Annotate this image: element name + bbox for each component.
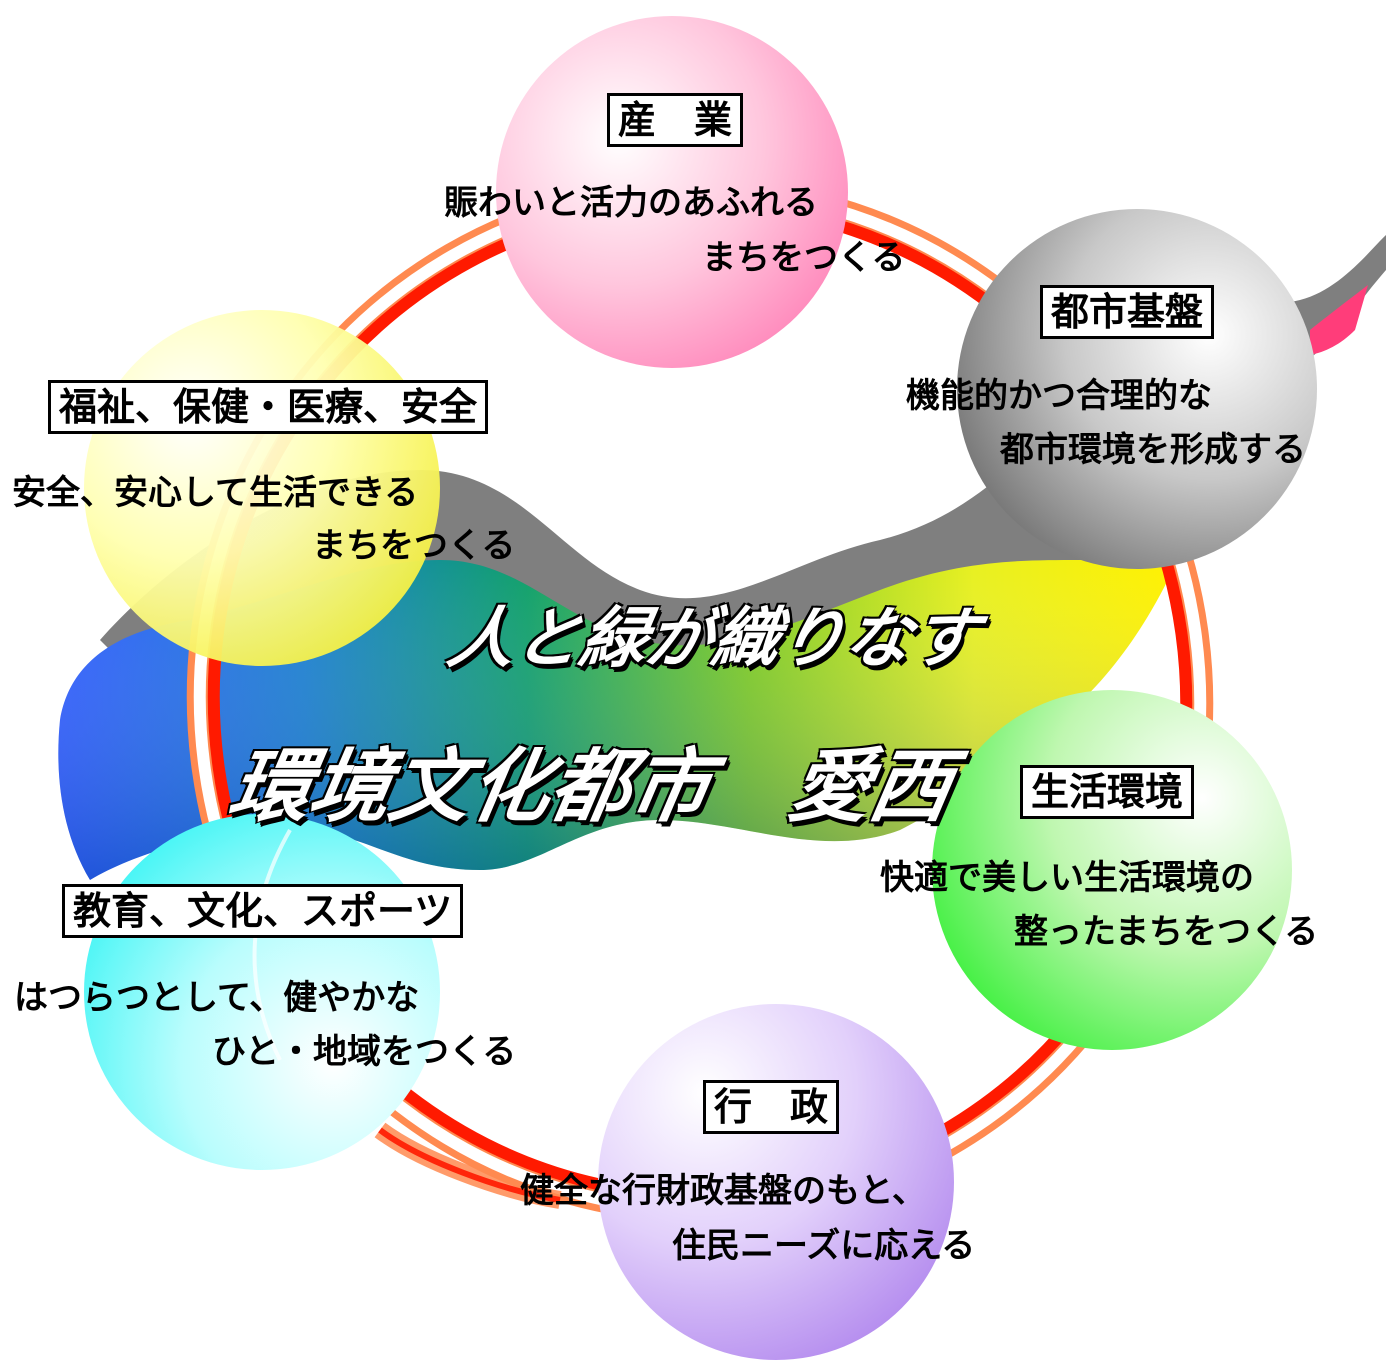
education-label: 教育、文化、スポーツ bbox=[62, 884, 464, 938]
ring-front-arcs bbox=[252, 829, 562, 1209]
welfare-line2: まちをつくる bbox=[312, 526, 516, 566]
industry-line1: 賑わいと活力のあふれる bbox=[444, 183, 818, 223]
administration-line1: 健全な行財政基盤のもと、 bbox=[520, 1171, 926, 1211]
band-pink-tip bbox=[1310, 285, 1368, 355]
living-line1: 快適で美しい生活環境の bbox=[880, 858, 1254, 898]
education-line1: はつらつとして、健やかな bbox=[14, 978, 420, 1018]
industry-line2: まちをつくる bbox=[702, 238, 906, 278]
administration-line2: 住民ニーズに応える bbox=[672, 1226, 976, 1266]
industry-circle bbox=[496, 16, 848, 368]
education-line2: ひと・地域をつくる bbox=[212, 1032, 517, 1072]
living-line2: 整ったまちをつくる bbox=[1014, 912, 1319, 952]
welfare-label: 福祉、保健・医療、安全 bbox=[48, 380, 489, 434]
welfare-line1: 安全、安心して生活できる bbox=[12, 473, 419, 513]
infrastructure-line2: 都市環境を形成する bbox=[1000, 430, 1306, 470]
industry-label: 産 業 bbox=[607, 93, 744, 147]
administration-label: 行 政 bbox=[703, 1080, 840, 1134]
administration-circle bbox=[598, 1004, 954, 1360]
infrastructure-line1: 機能的かつ合理的な bbox=[906, 376, 1212, 416]
infrastructure-label: 都市基盤 bbox=[1040, 285, 1215, 339]
slogan-line2: 環境文化都市 愛西 bbox=[222, 740, 960, 833]
living-label: 生活環境 bbox=[1020, 765, 1195, 819]
slogan-line1: 人と緑が織りなす bbox=[442, 600, 984, 677]
